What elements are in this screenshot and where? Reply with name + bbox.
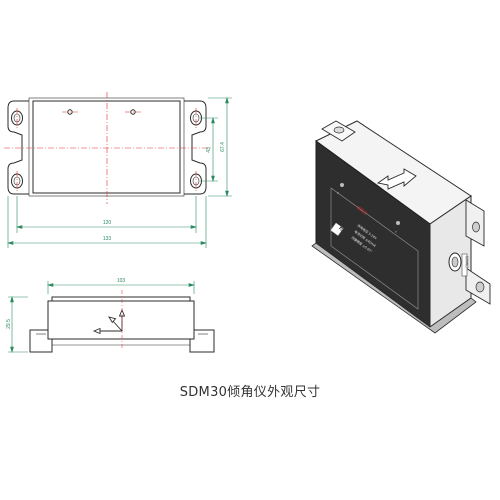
- top-view-body: [32, 100, 181, 194]
- side-view-dimensions: [8, 281, 196, 354]
- axis-arrow-icon: [92, 308, 126, 335]
- figure-caption: SDM30倾角仪外观尺寸: [179, 385, 321, 400]
- dim-width-outer: 133: [103, 236, 112, 242]
- dim-width-inner: 120: [103, 220, 112, 226]
- side-view-left-flange: [29, 329, 53, 353]
- side-view-body: [47, 300, 195, 340]
- left-mounting-ears: [7, 100, 29, 195]
- panel-logo-icon: [330, 222, 344, 236]
- led-y-label: Y: [395, 230, 397, 234]
- dim-height-inner: 43: [206, 147, 212, 153]
- device-3d-view: 接线端口 X Y 倾角仪 供电电压 5-24V 电流功耗 ≤40mA 测量精度 …: [311, 120, 491, 334]
- top-view-dimensions: [6, 96, 232, 248]
- device-base: [311, 242, 477, 334]
- side-view-lid: [51, 296, 191, 302]
- dim-height-outer: 67.4: [220, 142, 226, 152]
- led-x-icon: [340, 183, 344, 187]
- led-y-icon: [396, 221, 400, 225]
- direction-arrow-icon: [376, 168, 417, 190]
- ear-hole-icon: [472, 221, 480, 233]
- side-port-label: 接线端口: [465, 256, 470, 268]
- side-label-box: [461, 253, 468, 277]
- dim-length: 103: [117, 278, 126, 284]
- ear-hole-icon: [475, 281, 485, 293]
- top-view-outline: [28, 97, 185, 197]
- side-view-right-flange: [189, 329, 215, 353]
- side-view: [29, 296, 215, 353]
- top-view-centerlines: [4, 92, 212, 204]
- dim-side-height: 29.5: [6, 319, 12, 329]
- right-mounting-ears: [184, 100, 207, 195]
- led-x-label: X: [337, 191, 339, 195]
- ear-hole-icon: [333, 126, 345, 134]
- front-panel-bezel: [330, 187, 419, 310]
